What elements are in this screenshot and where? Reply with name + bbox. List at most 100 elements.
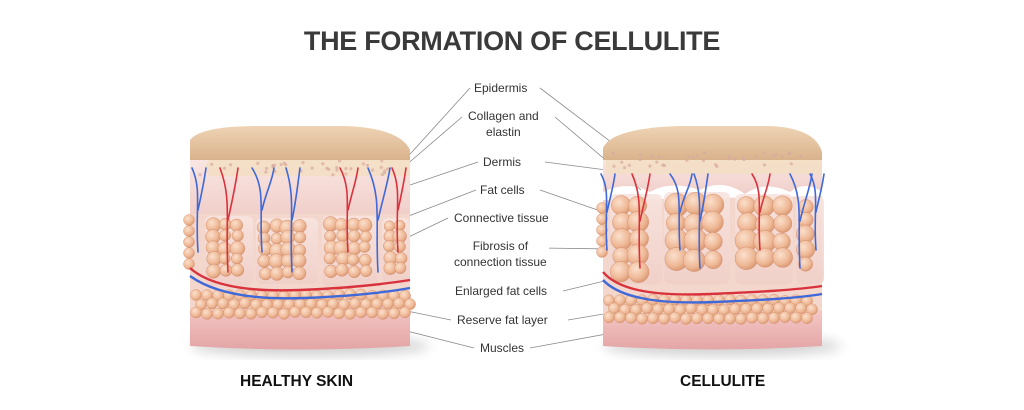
vein-vessel — [809, 173, 817, 251]
reserve-fat-cell — [278, 308, 290, 320]
artery-vessel — [391, 167, 399, 253]
dermis-dot — [335, 168, 339, 172]
caption-healthy-skin: HEALTHY SKIN — [240, 373, 354, 390]
dermis-dot — [655, 160, 659, 164]
artery-horizontal — [189, 267, 411, 292]
vein-vessel — [693, 173, 701, 269]
dermis-dot — [755, 155, 759, 159]
reserve-fat-cell — [625, 312, 637, 324]
dermis-dot — [685, 158, 689, 162]
reserve-fat-cell — [724, 312, 736, 325]
fat-cell — [383, 240, 395, 252]
artery-vessel — [227, 167, 239, 221]
dermis-dot — [379, 165, 383, 169]
dermis-dot — [762, 151, 766, 155]
dermis-dot — [727, 155, 732, 159]
artery-vessel — [339, 167, 349, 253]
vein-vessel — [679, 173, 693, 213]
fat-cell — [219, 263, 233, 277]
reserve-fat-cell — [801, 312, 813, 324]
dermis-dot — [780, 154, 784, 158]
fat-cell — [394, 262, 407, 274]
dermis-dot — [798, 155, 803, 159]
fat-cell — [383, 220, 395, 232]
fat-cell — [358, 240, 371, 253]
fat-cell — [755, 247, 775, 268]
dermis-dot — [301, 161, 305, 165]
fat-cell — [291, 253, 307, 268]
dermis-dot — [335, 165, 339, 170]
reserve-fat-cell — [223, 306, 235, 319]
dermis-dot — [222, 166, 227, 170]
dermis-dot — [612, 164, 616, 168]
vein-vessel — [669, 173, 681, 251]
dermis-dot — [774, 153, 778, 157]
vein-vessel — [191, 167, 199, 253]
reserve-fat-cell — [713, 294, 725, 306]
epidermis-front — [205, 160, 410, 176]
dermis-dot — [338, 159, 342, 163]
leader-muscles — [402, 329, 475, 349]
dermis-dot — [282, 161, 286, 165]
reserve-fat-cell — [289, 306, 301, 318]
reserve-fat-cell — [190, 306, 202, 319]
dermis-dot — [611, 151, 615, 155]
dermis-dot — [256, 161, 260, 165]
reserve-fat-cell — [300, 306, 312, 319]
leader-dermis — [409, 161, 479, 186]
fat-cell — [347, 229, 361, 243]
reserve-fat-cell — [768, 312, 780, 324]
artery-vessel — [639, 173, 651, 222]
fat-cell — [627, 261, 650, 283]
fat-cell — [772, 195, 793, 216]
edge-fat-cell — [183, 258, 195, 270]
dermis-dot — [228, 163, 233, 167]
edge-fat-cell — [183, 247, 195, 259]
label-fibrosis-line2: connection tissue — [454, 255, 547, 269]
dermis-dot — [365, 163, 370, 167]
dermis-dot — [733, 157, 737, 161]
reserve-fat-cell — [366, 306, 378, 319]
reserve-fat-cell — [680, 313, 692, 325]
reserve-fat-cell — [746, 311, 758, 324]
dermis-dot — [650, 154, 654, 158]
dermis-dot — [687, 154, 691, 159]
label-fibrosis: Fibrosis of connection tissue — [452, 238, 549, 270]
reserve-fat-cell — [685, 302, 697, 315]
fat-cell — [324, 230, 337, 243]
label-connective-tissue: Connective tissue — [452, 210, 551, 226]
fat-cell — [231, 252, 243, 265]
fat-cell — [611, 195, 632, 216]
fat-cell — [359, 264, 373, 277]
fat-cell — [682, 249, 706, 272]
reserve-fat-cell — [757, 312, 769, 325]
reserve-fat-cell — [669, 293, 681, 306]
dermis-dot — [198, 173, 202, 177]
fat-cell — [230, 263, 245, 277]
healthy-skin-block — [183, 126, 430, 356]
fat-cell — [359, 230, 372, 243]
epidermis-layer — [603, 126, 822, 160]
fat-cell — [357, 217, 373, 233]
dermis-dot — [380, 172, 384, 177]
fat-cell — [231, 229, 244, 242]
dermis-dot — [648, 164, 652, 168]
fat-cell — [773, 214, 793, 233]
reserve-fat-cell — [790, 311, 802, 324]
edge-fat-cell — [183, 225, 195, 237]
fat-cell — [218, 252, 231, 265]
reserve-fat-cell — [702, 312, 714, 325]
reserve-fat-cell — [234, 307, 246, 320]
dermis-dot — [742, 157, 746, 161]
reserve-fat-cell — [399, 306, 411, 319]
label-fat-cells: Fat cells — [478, 182, 527, 198]
reserve-fat-cell — [658, 312, 670, 325]
reserve-fat-cell — [344, 307, 356, 320]
label-collagen-elastin: Collagen and elastin — [466, 108, 541, 140]
fat-cell — [218, 217, 232, 231]
epidermis-layer — [190, 126, 410, 160]
reserve-fat-cell — [256, 306, 268, 319]
dermis-dot — [264, 170, 268, 174]
reserve-fat-cell — [245, 307, 257, 320]
dermis-dot — [383, 169, 387, 173]
